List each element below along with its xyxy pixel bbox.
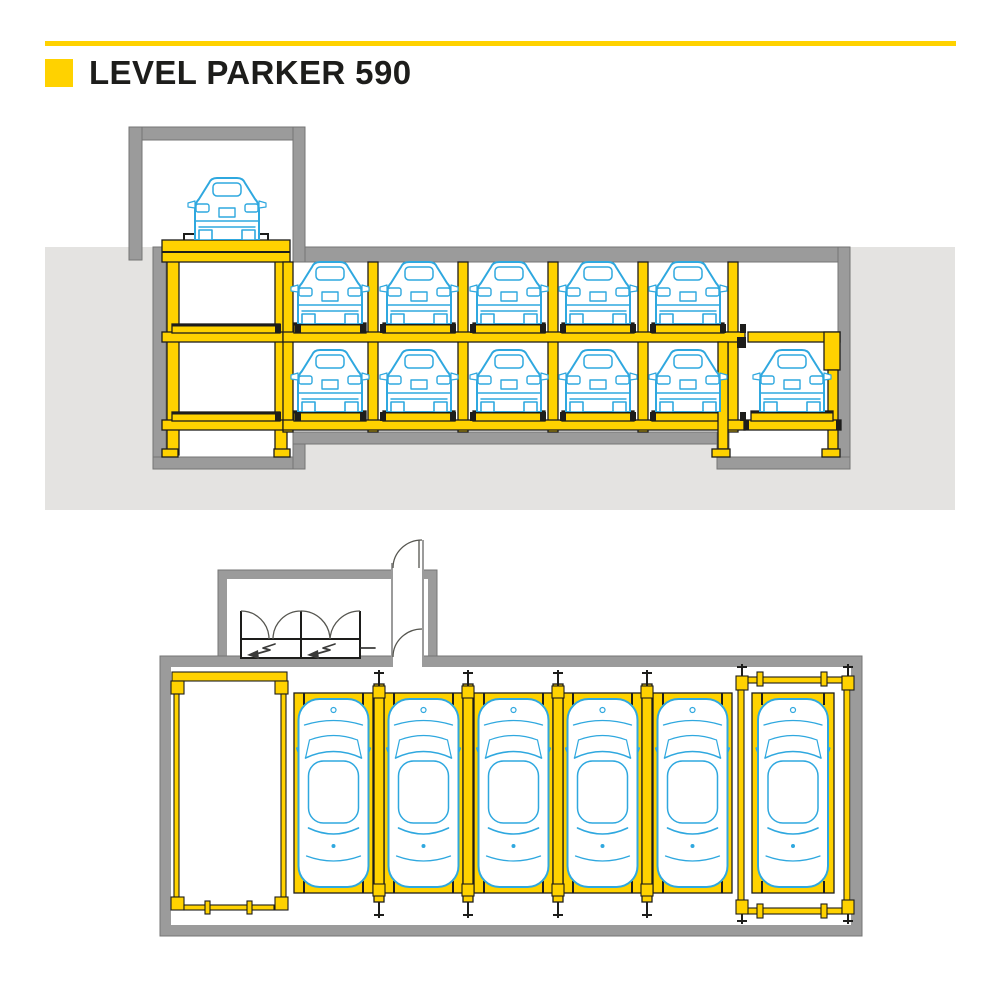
car-top-plan — [295, 698, 372, 888]
entrance-gates — [240, 610, 376, 659]
car-rear-street — [187, 177, 267, 240]
swing-door-top — [392, 539, 423, 569]
header-rule — [45, 41, 956, 46]
title-bullet-square — [45, 59, 73, 87]
gate-arrow-right — [315, 643, 336, 655]
car-top-plan — [475, 698, 552, 888]
empty-lift-bay-frame — [170, 671, 289, 915]
swing-door-bottom — [392, 628, 423, 658]
right-single-bay — [711, 331, 842, 458]
cars-street-level — [187, 177, 267, 240]
pedestrian-door-corridor — [391, 539, 424, 667]
parking-rack-steelwork — [275, 261, 746, 433]
gate-arrow-left — [255, 643, 276, 655]
page-title: LEVEL PARKER 590 — [89, 54, 412, 91]
section-view — [45, 126, 955, 510]
car-top-plan — [755, 698, 831, 888]
car-top-plan — [654, 698, 731, 888]
car-top-plan — [385, 698, 462, 888]
sensor-box — [737, 337, 746, 348]
plan-view — [159, 539, 863, 937]
car-top-plan — [564, 698, 641, 888]
page-header: LEVEL PARKER 590 — [45, 54, 411, 92]
anchor-pins — [374, 670, 652, 918]
bay-posts — [372, 670, 654, 918]
